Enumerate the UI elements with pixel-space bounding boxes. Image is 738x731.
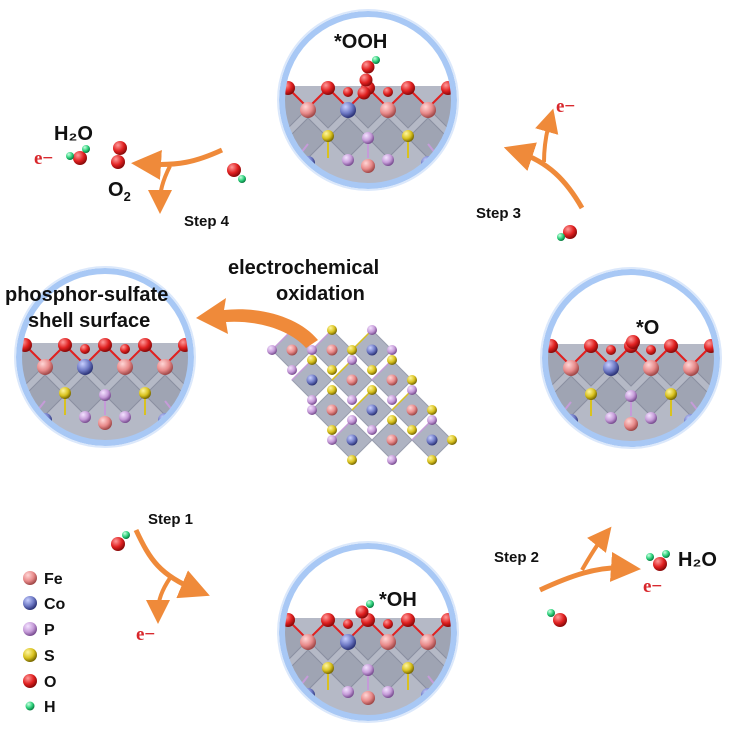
o-atom-icon [23, 674, 37, 688]
step1-label: Step 1 [148, 511, 193, 528]
o-adsorbate-icon [626, 335, 640, 349]
step3-electron-arrow-icon [535, 108, 559, 163]
step4-hydroxide-icon [227, 163, 246, 183]
ooh-intermediate-circle [277, 9, 459, 191]
h-atom-icon [25, 701, 35, 711]
step2-arrow-icon [538, 551, 641, 593]
legend-item-co: Co [23, 596, 66, 613]
step2-label: Step 2 [494, 549, 539, 566]
step2-electron-label: e− [643, 576, 662, 597]
legend-item-h: H [25, 699, 56, 716]
center-label-line1: electrochemical [228, 257, 379, 279]
legend-label-fe: Fe [44, 571, 63, 588]
step4-oxygen-label: O2 [108, 179, 131, 204]
ooh-adsorbate-icon [357, 56, 380, 100]
step1-hydroxide-icon [111, 531, 130, 551]
step4-arrow-icon [131, 147, 224, 180]
step4-oxygen-sub: 2 [124, 189, 131, 204]
surface-label-line1: phosphor-sulfate [5, 284, 168, 306]
legend-label-h: H [44, 699, 56, 716]
surface-label-line2: shell surface [28, 310, 150, 332]
step4-oxygen-icon [111, 141, 127, 169]
step1-arrow-icon [133, 528, 210, 599]
legend-item-s: S [23, 648, 55, 665]
step4-oxygen-main: O [108, 179, 124, 201]
oxidation-arrow-icon [196, 298, 318, 348]
legend-label-o: O [44, 674, 56, 691]
oh-intermediate-circle [277, 541, 459, 723]
step4-water-icon [66, 145, 90, 165]
step4-water-label: H₂O [54, 123, 93, 145]
step1-electron-label: e− [136, 624, 155, 645]
legend-item-p: P [23, 622, 55, 639]
oh-adsorbate-icon [355, 600, 374, 619]
bulk-crystal-structure [267, 325, 457, 465]
step2-water-icon [646, 550, 670, 571]
step2-hydroxide-icon [547, 609, 567, 627]
legend-label-p: P [44, 622, 55, 639]
step4-label: Step 4 [184, 213, 230, 230]
legend-item-fe: Fe [23, 571, 63, 588]
step3-electron-label: e− [556, 96, 575, 117]
step4-electron-label: e− [34, 148, 53, 169]
p-atom-icon [23, 622, 37, 636]
step3-hydroxide-icon [557, 225, 577, 241]
o-intermediate-circle [540, 267, 722, 449]
legend-label-co: Co [44, 596, 66, 613]
s-atom-icon [23, 648, 37, 662]
legend-label-s: S [44, 648, 55, 665]
step2-water-label: H₂O [678, 549, 717, 571]
element-legend: Fe Co P S O H [23, 571, 66, 716]
step2-electron-arrow-icon [580, 526, 612, 571]
center-label-line2: oxidation [276, 283, 365, 305]
step3-arrow-icon [503, 142, 585, 210]
step1-electron-arrow-icon [146, 576, 172, 624]
fe-atom-icon [23, 571, 37, 585]
oh-label: *OH [379, 589, 417, 611]
shell-surface-circle [14, 266, 196, 448]
legend-item-o: O [23, 674, 56, 691]
co-atom-icon [23, 596, 37, 610]
step3-label: Step 3 [476, 205, 521, 222]
step4-oxygen-arrow-icon [148, 165, 173, 214]
o-label: *O [636, 317, 659, 339]
ooh-label: *OOH [334, 31, 387, 53]
